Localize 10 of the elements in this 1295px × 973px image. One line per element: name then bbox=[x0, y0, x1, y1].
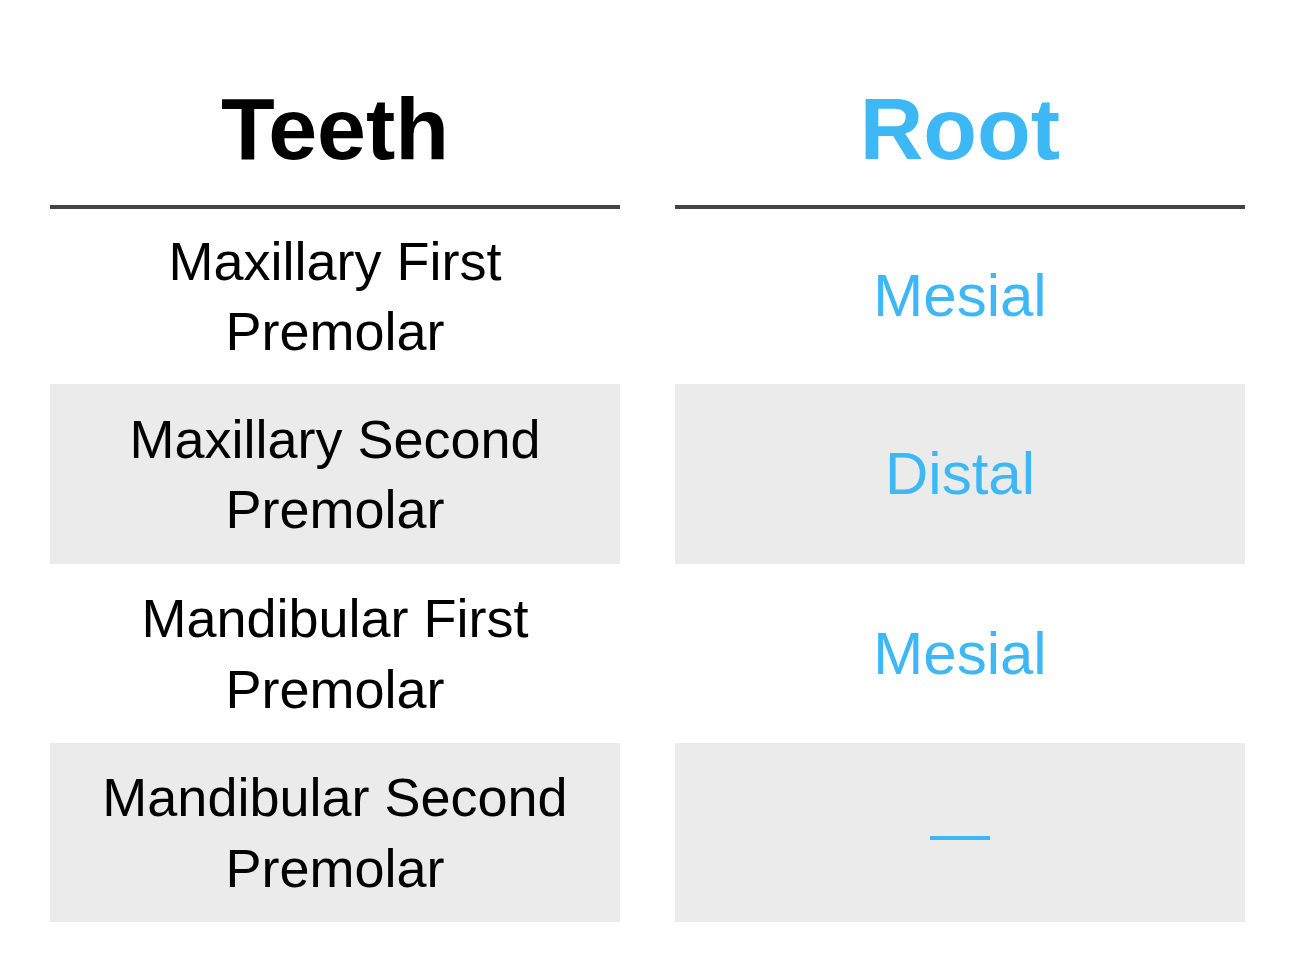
table-cell-text: Mandibular Second Premolar bbox=[101, 766, 569, 900]
table-cell-text: Maxillary Second Premolar bbox=[128, 407, 542, 541]
table-cell-text: Mesial bbox=[873, 261, 1047, 331]
table-cell-text: Maxillary First Premolar bbox=[167, 229, 503, 363]
table-cell-text: Mesial bbox=[873, 618, 1047, 689]
table-cell-text: Mandibular First Premolar bbox=[140, 587, 530, 721]
column-header: Teeth bbox=[220, 78, 450, 180]
table-cell-text: Distal bbox=[885, 439, 1035, 509]
column-header: Root bbox=[859, 78, 1061, 180]
table-cell-text: — bbox=[930, 797, 990, 868]
